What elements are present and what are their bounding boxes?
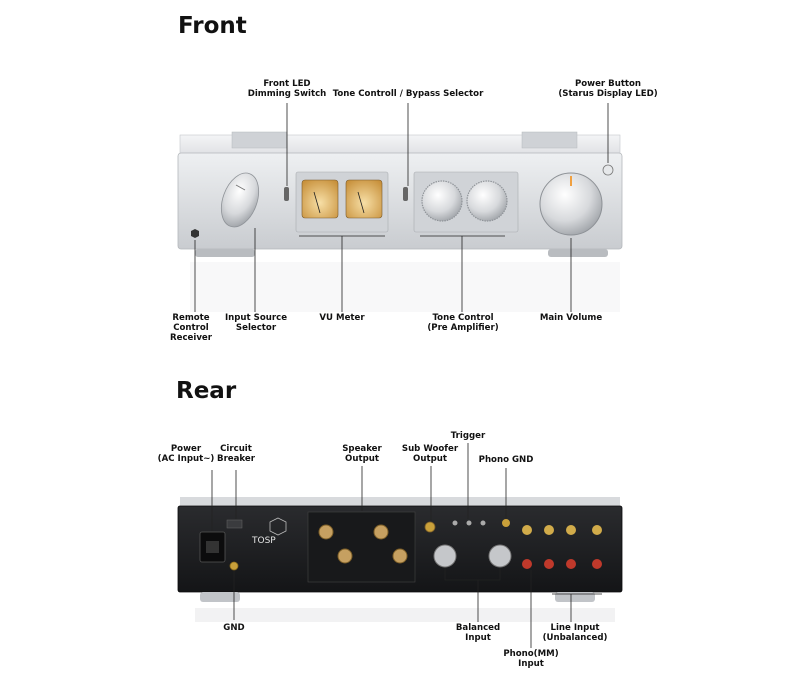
remote-receiver-sensor <box>191 229 199 238</box>
line-rca-1-top[interactable] <box>544 525 554 535</box>
rear-heading: Rear <box>176 378 237 404</box>
speaker-terminal-3[interactable] <box>373 524 389 540</box>
label-tone-bypass: Tone Controll / Bypass Selector <box>332 89 484 99</box>
circuit-breaker-switch[interactable] <box>226 519 243 529</box>
label-vu-meter: VU Meter <box>319 313 365 323</box>
treble-knob[interactable] <box>466 180 508 222</box>
phono-gnd-terminal[interactable] <box>502 519 510 527</box>
front-heading: Front <box>178 13 247 39</box>
line-rca-3-bottom[interactable] <box>592 559 602 569</box>
label-phono-mm: Phono(MM)Input <box>503 649 559 669</box>
brand-logo-icon <box>269 517 287 536</box>
label-power-button: Power Button(Starus Display LED) <box>558 79 658 99</box>
label-line-input: Line Input(Unbalanced) <box>542 623 608 643</box>
line-rca-3-top[interactable] <box>592 525 602 535</box>
line-rca-1-bottom[interactable] <box>544 559 554 569</box>
phono-rca-top[interactable] <box>522 525 532 535</box>
vu-meter-window <box>295 171 389 233</box>
input-selector-knob[interactable] <box>214 168 265 232</box>
gnd-terminal[interactable] <box>229 561 239 571</box>
trigger-jack-2[interactable] <box>466 520 472 526</box>
label-gnd: GND <box>223 623 245 633</box>
bass-knob[interactable] <box>421 180 463 222</box>
phono-rca-bottom[interactable] <box>522 559 532 569</box>
trigger-jack-1[interactable] <box>452 520 458 526</box>
led-dimming-switch[interactable] <box>284 187 289 201</box>
power-button[interactable] <box>602 164 614 176</box>
speaker-output-panel <box>307 511 416 583</box>
label-power-ac: Power(AC Input~) <box>157 444 215 464</box>
label-main-volume: Main Volume <box>539 313 603 323</box>
main-volume-knob[interactable] <box>539 172 603 236</box>
balanced-xlr-right[interactable] <box>488 544 512 568</box>
rear-brand-text: TOSP <box>251 536 276 546</box>
ac-power-inlet[interactable] <box>199 531 226 563</box>
speaker-terminal-2[interactable] <box>337 548 353 564</box>
subwoofer-output-jack[interactable] <box>424 521 436 533</box>
speaker-terminal-1[interactable] <box>318 524 334 540</box>
label-tone-control: Tone Control(Pre Amplifier) <box>427 313 499 333</box>
speaker-terminal-4[interactable] <box>392 548 408 564</box>
trigger-jack-3[interactable] <box>480 520 486 526</box>
label-trigger: Trigger <box>450 431 486 441</box>
label-phono-gnd: Phono GND <box>478 455 534 465</box>
line-rca-2-bottom[interactable] <box>566 559 576 569</box>
tone-bypass-switch[interactable] <box>403 187 408 201</box>
line-rca-2-top[interactable] <box>566 525 576 535</box>
balanced-xlr-left[interactable] <box>433 544 457 568</box>
